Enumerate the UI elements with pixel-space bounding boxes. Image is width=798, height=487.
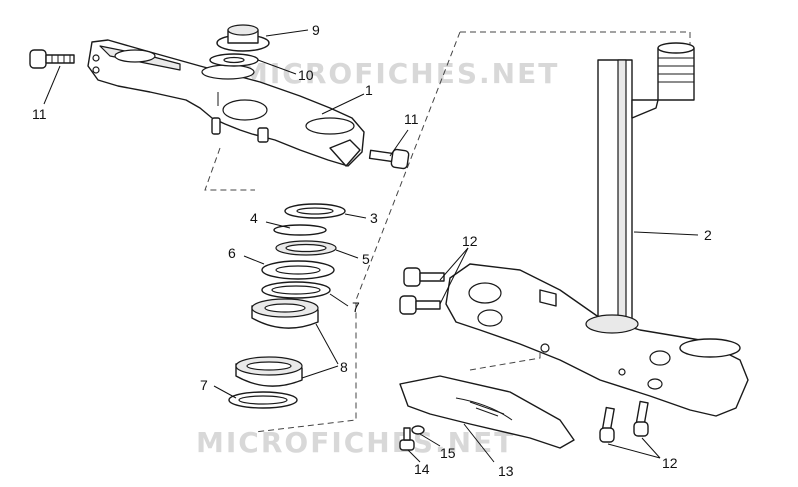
upper-triple-clamp (87, 39, 365, 167)
washer-6 (261, 260, 335, 280)
o-ring-4 (273, 224, 327, 236)
callout-14: 14 (414, 461, 430, 477)
washer-10 (209, 53, 259, 67)
bolt-11-left (29, 49, 75, 69)
washer-15 (411, 425, 425, 435)
dust-seal-3 (284, 203, 346, 219)
lower-triple-clamp-with-stem (445, 42, 749, 417)
callout-2: 2 (704, 227, 712, 243)
callout-15: 15 (440, 445, 456, 461)
callout-9: 9 (312, 22, 320, 38)
callout-11-right: 11 (404, 111, 419, 127)
watermark-top: MICROFICHES.NET (240, 57, 559, 90)
bearing-8-upper (251, 298, 319, 329)
seal-7-upper (261, 281, 331, 299)
bolt-12-lower (399, 295, 441, 315)
callout-7-lower: 7 (200, 377, 208, 393)
stem-nut (216, 24, 270, 52)
bolt-12-bottom-left (599, 406, 615, 443)
callout-13: 13 (498, 463, 514, 479)
seal-7-lower (228, 391, 298, 409)
ring-nut-5 (275, 240, 337, 256)
callout-7-upper: 7 (352, 299, 360, 315)
leader-lines (43, 29, 699, 463)
callout-12-upper: 12 (462, 233, 478, 249)
callout-10: 10 (298, 67, 314, 83)
watermark-bottom: MICROFICHES.NET (196, 426, 515, 459)
callout-4: 4 (250, 210, 258, 226)
callout-3: 3 (370, 210, 378, 226)
bolt-12-bottom-right (633, 400, 649, 437)
screw-14 (399, 427, 415, 451)
assembly-guide-stem-down (254, 31, 461, 433)
callout-8: 8 (340, 359, 348, 375)
assembly-guide-stem (460, 31, 691, 46)
bolt-11-right (368, 148, 410, 170)
callout-1: 1 (365, 82, 373, 98)
bearing-8-lower (235, 356, 303, 387)
assembly-guide-left (204, 147, 255, 191)
callout-5: 5 (362, 251, 370, 267)
bolt-12-upper (403, 267, 445, 287)
clamp-cover-13 (399, 375, 575, 449)
callout-6: 6 (228, 245, 236, 261)
callout-11-left: 11 (32, 106, 47, 122)
callout-12-lower: 12 (662, 455, 678, 471)
